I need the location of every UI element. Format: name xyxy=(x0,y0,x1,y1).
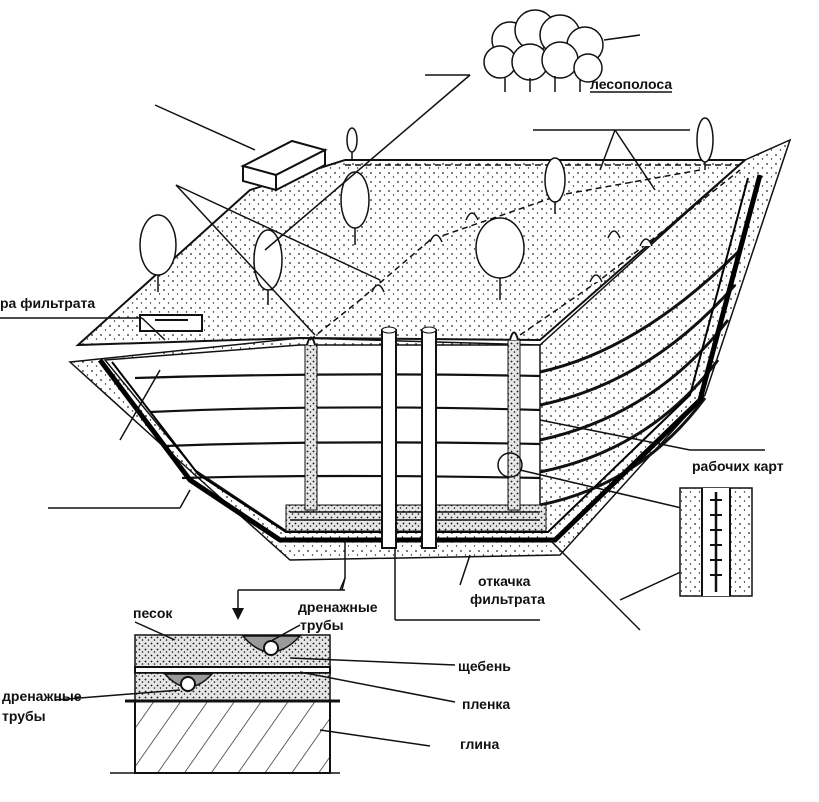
surface-trees xyxy=(139,117,714,305)
filtrate-tank xyxy=(139,314,203,332)
clay-layer xyxy=(134,700,331,774)
bottom-drainage-layer xyxy=(285,504,547,532)
label-drain-pipes-top-1: дренажные xyxy=(298,599,378,615)
label-clay: глина xyxy=(460,736,500,752)
label-film: пленка xyxy=(462,696,511,712)
well-detail-inset xyxy=(679,487,753,597)
leader-lines xyxy=(0,34,765,631)
pump-pipe-left xyxy=(381,329,397,549)
arrow-head xyxy=(232,608,244,620)
slope-layer-3 xyxy=(539,319,730,442)
landfill-pit xyxy=(68,117,792,561)
waste-layer-1 xyxy=(134,373,541,380)
drain-pipe-top xyxy=(263,640,279,656)
label-sand: песок xyxy=(133,605,173,621)
label-work-cards: рабочих карт xyxy=(692,458,784,474)
gas-collection-line xyxy=(309,169,701,341)
waste-layer-3 xyxy=(164,441,541,448)
surface-building xyxy=(240,139,328,192)
gas-well-right xyxy=(507,339,521,511)
waste-layer-4 xyxy=(181,474,541,480)
slope-layer-1 xyxy=(539,248,742,374)
bottom-layers-section xyxy=(54,621,456,774)
drain-pipe-left xyxy=(180,676,196,692)
lower-sand-layer xyxy=(134,672,331,702)
pump-pipe-right xyxy=(421,329,437,549)
label-drain-pipes-left-1: дренажные xyxy=(2,688,82,704)
waste-layer-2 xyxy=(149,406,541,414)
label-crushed-stone: щебень xyxy=(458,658,511,674)
gas-well-left xyxy=(304,344,318,511)
landfill-surface xyxy=(75,159,748,347)
label-forest-belt: лесополоса xyxy=(590,76,673,92)
label-filtrate-tank: ра фильтрата xyxy=(0,295,96,311)
label-drain-pipes-left-2: трубы xyxy=(2,708,46,724)
pit-liner-inner xyxy=(111,177,749,533)
label-pumping-line2: фильтрата xyxy=(470,591,545,607)
label-drain-pipes-top-2: трубы xyxy=(300,617,344,633)
slope-layer-4 xyxy=(539,359,720,474)
forest-belt-trees xyxy=(483,9,604,92)
pit-liner xyxy=(98,174,763,543)
sand-layer xyxy=(134,634,331,668)
label-pumping-line1: откачка xyxy=(478,573,531,589)
